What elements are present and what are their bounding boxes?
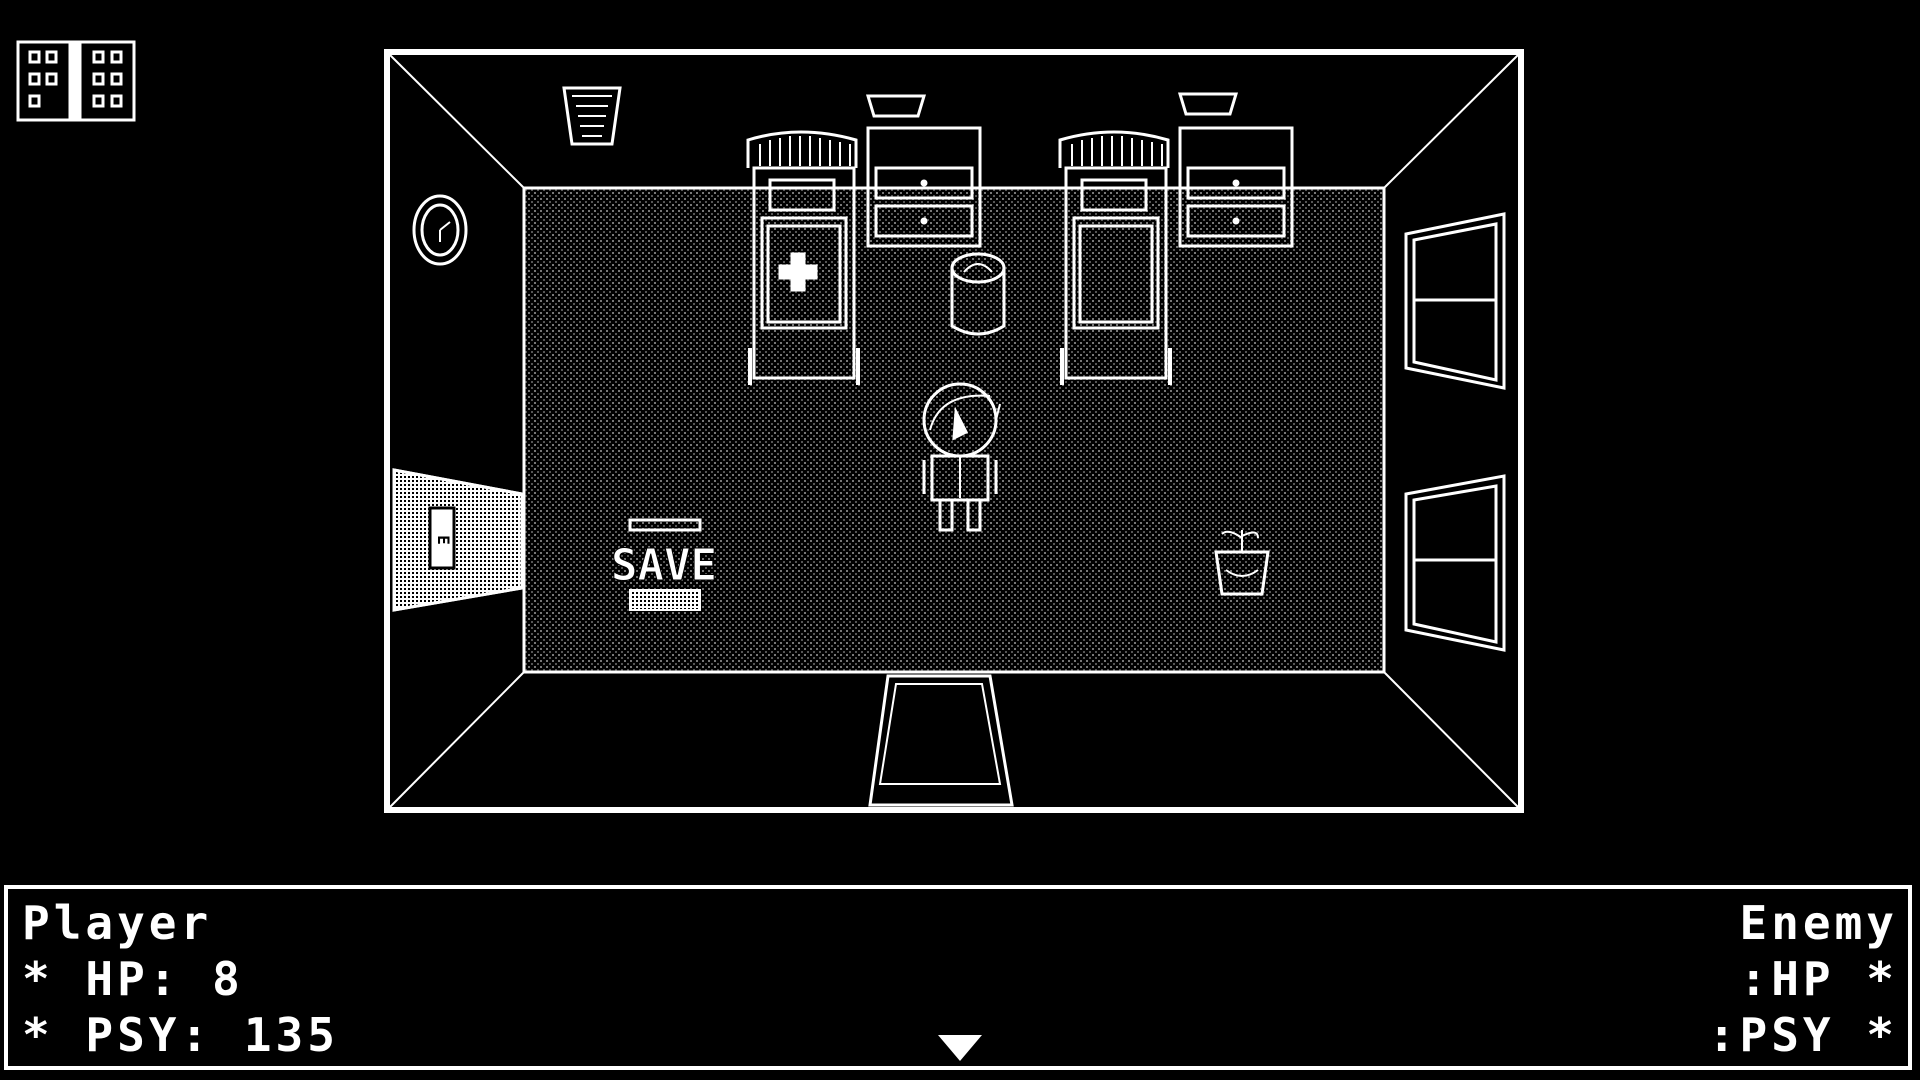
player-name: Player bbox=[22, 896, 213, 950]
bottom-exit[interactable] bbox=[868, 674, 1014, 807]
down-triangle-icon[interactable] bbox=[938, 1035, 982, 1063]
enemy-psy: :PSY * bbox=[1707, 1008, 1898, 1062]
player-character bbox=[922, 382, 1001, 532]
potted-plant bbox=[1214, 530, 1270, 596]
enemy-hp: :HP * bbox=[1739, 952, 1898, 1006]
wall-clock-icon bbox=[412, 194, 468, 266]
status-panel: Player * HP: 8 * PSY: 135 Enemy :HP * :P… bbox=[0, 885, 1920, 1080]
door-sign: E bbox=[434, 535, 453, 545]
enemy-name: Enemy bbox=[1739, 896, 1898, 950]
save-point[interactable]: SAVE bbox=[611, 518, 717, 611]
save-sign: SAVE bbox=[611, 540, 717, 591]
nightstand-right bbox=[1177, 92, 1294, 248]
player-psy: * PSY: 135 bbox=[22, 1008, 339, 1062]
window-lower bbox=[1404, 474, 1506, 652]
exit-door[interactable]: E bbox=[392, 468, 524, 612]
bed-right[interactable] bbox=[1058, 130, 1172, 385]
player-hp: * HP: 8 bbox=[22, 952, 244, 1006]
bed-left[interactable] bbox=[746, 130, 860, 385]
game-scene: E SAVE bbox=[16, 40, 1524, 813]
nightstand-left bbox=[865, 94, 982, 248]
wastebasket-wall-icon bbox=[562, 86, 622, 146]
trash-can[interactable] bbox=[950, 252, 1006, 336]
door-map-icon[interactable] bbox=[16, 40, 136, 122]
window-upper bbox=[1404, 212, 1506, 390]
status-frame bbox=[4, 885, 1912, 1070]
